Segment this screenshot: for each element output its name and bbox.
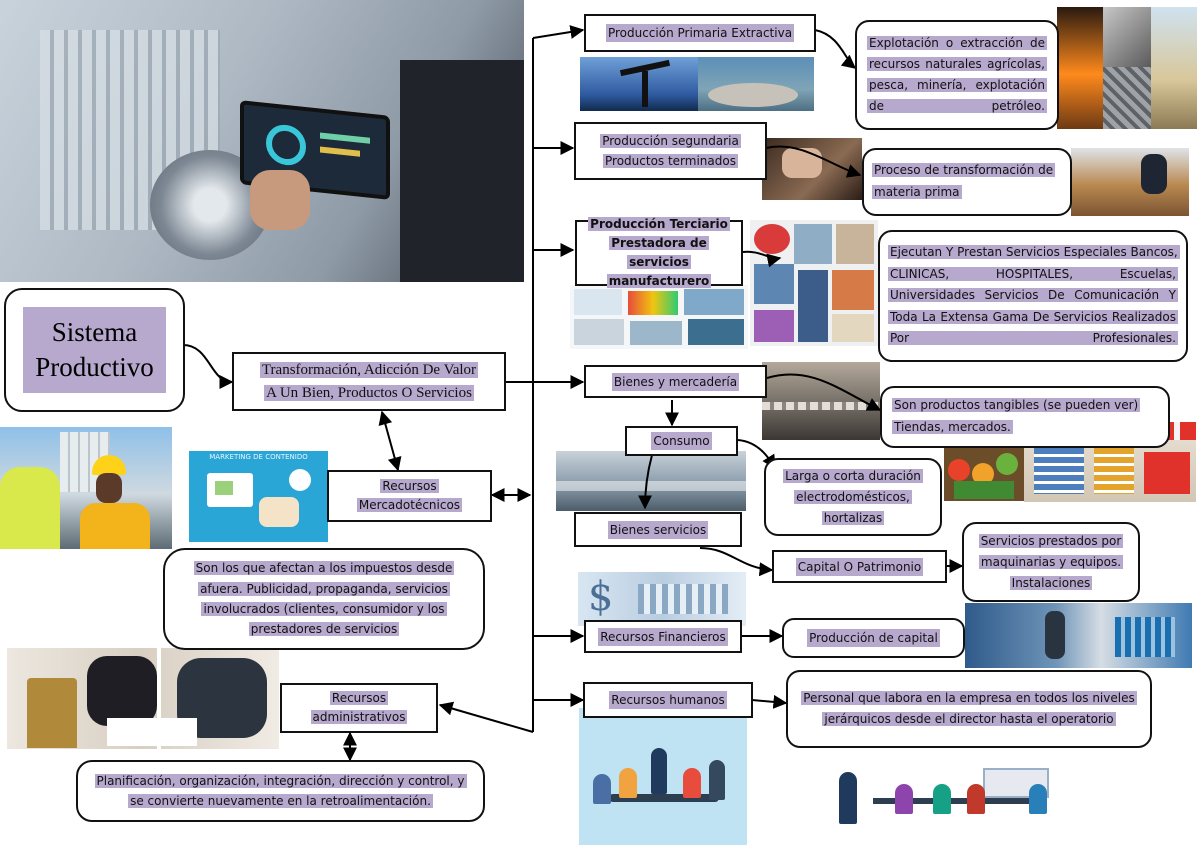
terciaria-box: Producción Terciario Prestadora de servi… <box>575 220 743 286</box>
main-line-1: Transformación, Adicción De Valor <box>260 362 478 378</box>
secundaria-label-2: Productos terminados <box>603 154 738 168</box>
mercadotecnicos-text: Son los que afectan a los impuestos desd… <box>194 561 455 636</box>
financieros-label: Recursos Financieros <box>598 628 727 646</box>
consumo-box: Consumo <box>625 426 738 456</box>
humanos-box: Recursos humanos <box>583 682 753 718</box>
terciaria-label-3: manufacturero <box>607 274 712 288</box>
services-collage-right <box>750 220 878 346</box>
administrativos-description: Planificación, organización, integración… <box>76 760 485 822</box>
terciaria-description: Ejecutan Y Prestan Servicios Especiales … <box>878 230 1188 362</box>
mining-collage-photo <box>1057 7 1197 129</box>
primaria-label: Producción Primaria Extractiva <box>606 24 794 42</box>
primaria-description: Explotación o extracción de recursos nat… <box>855 20 1059 130</box>
consumo-text-1: Larga o corta duración <box>783 469 923 483</box>
team-meeting-illustration <box>579 708 747 845</box>
financial-illustration: $ <box>578 572 746 626</box>
conveyor-photo <box>762 362 880 440</box>
carpentry-photo <box>1071 148 1189 216</box>
bienes-mercaderia-description: Son productos tangibles (se pueden ver) … <box>880 386 1170 448</box>
secundaria-text: Proceso de transformación de materia pri… <box>872 163 1055 199</box>
capital-description: Servicios prestados por maquinarias y eq… <box>962 522 1140 602</box>
mercadotecnicos-label-2: Mercadotécnicos <box>357 498 462 512</box>
services-collage-left <box>570 285 748 349</box>
bienes-mercaderia-box: Bienes y mercadería <box>584 365 767 398</box>
administrativos-text: Planificación, organización, integración… <box>95 774 467 808</box>
marketing-caption: MARKETING DE CONTENIDO <box>189 453 328 461</box>
legal-signing-photo <box>7 648 279 749</box>
marketing-illustration: MARKETING DE CONTENIDO <box>189 451 328 542</box>
mercadotecnicos-description: Son los que afectan a los impuestos desd… <box>163 548 485 650</box>
capital-text-3: Instalaciones <box>1010 576 1093 590</box>
main-transformation-box: Transformación, Adicción De Valor A Un B… <box>232 352 506 411</box>
page-title-line-2: Productivo <box>35 350 154 385</box>
secundaria-box: Producción segundaria Productos terminad… <box>574 122 767 180</box>
terciaria-label-2: Prestadora de servicios <box>609 236 709 269</box>
bienes-mercaderia-text: Son productos tangibles (se pueden ver) … <box>892 398 1140 434</box>
title-box: Sistema Productivo <box>4 288 185 412</box>
consumo-label: Consumo <box>651 432 711 450</box>
consumo-description: Larga o corta duración electrodomésticos… <box>764 458 942 536</box>
factory-line-photo <box>556 451 746 511</box>
dollar-sign-icon: $ <box>588 574 613 620</box>
oil-pump-photo <box>580 57 698 111</box>
page-title-line-1: Sistema <box>35 315 154 350</box>
office-team-illustration <box>833 762 1063 828</box>
capital-text-2: maquinarias y equipos. <box>979 555 1123 569</box>
administrativos-label-1: Recursos <box>330 691 388 705</box>
hard-hat-icon <box>92 455 126 475</box>
terciaria-text: Ejecutan Y Prestan Servicios Especiales … <box>888 245 1180 345</box>
bienes-servicios-box: Bienes servicios <box>574 512 742 547</box>
administrativos-label-2: administrativos <box>311 710 408 724</box>
secundaria-description: Proceso de transformación de materia pri… <box>862 148 1072 216</box>
main-line-2: A Un Bien, Productos O Servicios <box>264 385 474 401</box>
financieros-box: Recursos Financieros <box>584 620 742 653</box>
primaria-text: Explotación o extracción de recursos nat… <box>867 36 1047 113</box>
factory-tablet-photo <box>0 0 524 282</box>
industrial-machinery-photo <box>965 603 1192 668</box>
capital-text-1: Servicios prestados por <box>979 534 1124 548</box>
administrativos-box: Recursos administrativos <box>280 683 438 733</box>
humanos-text: Personal que labora en la empresa en tod… <box>801 691 1136 726</box>
mercadotecnicos-label-1: Recursos <box>380 479 438 493</box>
produccion-capital-label: Producción de capital <box>807 629 940 647</box>
humanos-label: Recursos humanos <box>609 691 726 709</box>
fishing-photo <box>698 57 814 111</box>
consumo-text-3: hortalizas <box>822 511 885 525</box>
bienes-servicios-label: Bienes servicios <box>608 521 709 539</box>
terciaria-label-1: Producción Terciario <box>588 217 730 231</box>
capital-box: Capital O Patrimonio <box>772 550 947 583</box>
produccion-capital-box: Producción de capital <box>782 618 965 658</box>
mercadotecnicos-box: Recursos Mercadotécnicos <box>327 470 492 522</box>
consumo-text-2: electrodomésticos, <box>794 490 912 504</box>
capital-label: Capital O Patrimonio <box>796 558 924 576</box>
workers-hardhat-photo <box>0 427 172 549</box>
secundaria-label-1: Producción segundaria <box>600 134 741 148</box>
sanding-photo <box>762 138 862 200</box>
bienes-mercaderia-label: Bienes y mercadería <box>612 373 739 391</box>
primaria-box: Producción Primaria Extractiva <box>584 14 816 52</box>
humanos-description: Personal que labora en la empresa en tod… <box>786 670 1152 748</box>
